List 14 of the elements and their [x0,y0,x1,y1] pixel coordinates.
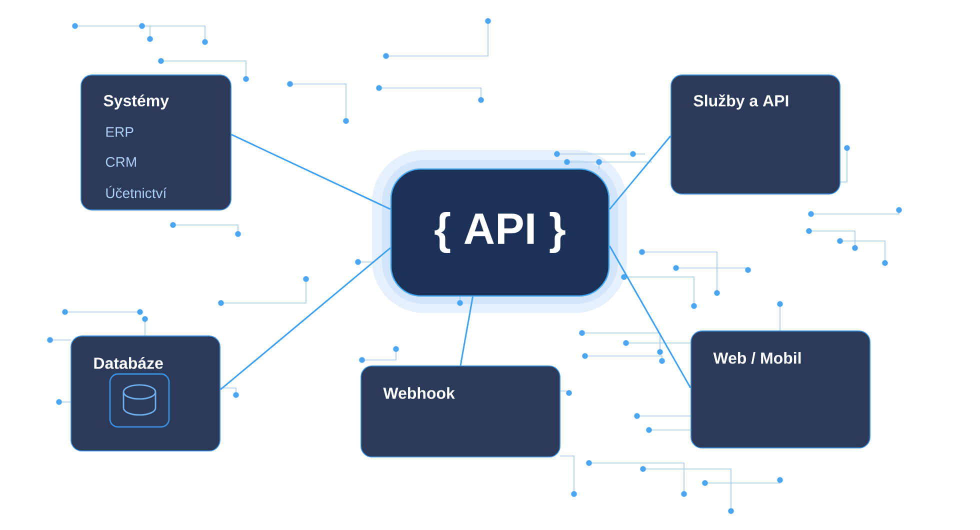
connector [220,247,391,390]
list-item: ERP [106,127,134,137]
card-title: Webhook [383,387,455,399]
card-title: Služby a API [694,94,788,110]
card-title: Web / Mobil [713,352,801,364]
connector [609,246,692,388]
api-box: { API } [390,168,610,297]
list-item: CRM [106,157,136,167]
card-title: Databáze [94,357,163,369]
connector [609,136,672,210]
connector [460,296,474,366]
card-title: Systémy [104,94,169,110]
connector [231,134,391,210]
list-item: Účetnictví [106,186,167,198]
